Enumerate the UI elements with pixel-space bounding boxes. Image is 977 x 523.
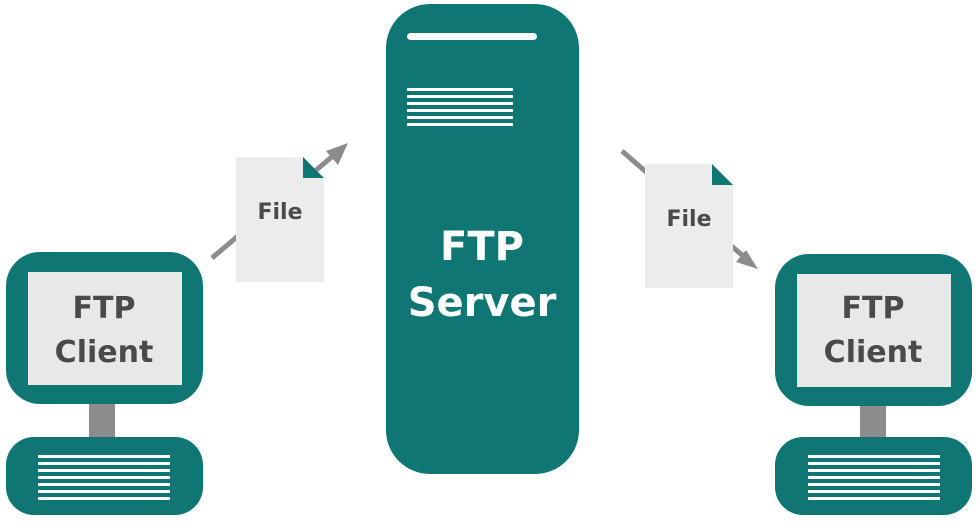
vent-line <box>407 123 513 126</box>
server-label-line2: Server <box>408 280 557 326</box>
file-icon-right: File <box>645 164 733 288</box>
keyboard-keys-right <box>808 455 940 500</box>
server-label-line1: FTP <box>440 224 524 270</box>
file-label-right: File <box>666 207 711 232</box>
server-top-slot <box>407 33 537 40</box>
vent-line <box>407 102 513 105</box>
client-label-left-line2: Client <box>55 335 154 370</box>
key-line <box>808 455 940 458</box>
right-transfer: File <box>620 149 758 288</box>
monitor-stand-left <box>89 404 115 437</box>
left-transfer: File <box>210 143 348 282</box>
key-line <box>38 476 170 479</box>
client-label-right-line1: FTP <box>842 291 905 326</box>
key-line <box>38 497 170 500</box>
key-line <box>808 497 940 500</box>
monitor-screen-left <box>28 272 182 385</box>
vent-line <box>407 116 513 119</box>
vent-line <box>407 95 513 98</box>
key-line <box>38 462 170 465</box>
vent-line <box>407 109 513 112</box>
key-line <box>38 455 170 458</box>
file-page-right <box>645 164 733 288</box>
right-arrow-head <box>736 250 758 269</box>
ftp-client-left: FTP Client <box>6 252 203 515</box>
ftp-client-right: FTP Client <box>775 254 972 515</box>
key-line <box>38 483 170 486</box>
file-page-left <box>236 157 324 282</box>
vent-line <box>407 88 513 91</box>
key-line <box>808 483 940 486</box>
file-label-left: File <box>257 200 302 225</box>
file-corner-left <box>303 157 324 178</box>
key-line <box>808 476 940 479</box>
key-line <box>808 462 940 465</box>
key-line <box>808 490 940 493</box>
key-line <box>38 490 170 493</box>
client-label-left-line1: FTP <box>73 291 136 326</box>
monitor-stand-right <box>860 406 886 437</box>
keyboard-keys-left <box>38 455 170 500</box>
file-corner-right <box>712 164 733 185</box>
ftp-server: FTP Server <box>386 4 579 474</box>
key-line <box>38 469 170 472</box>
server-vent-lines <box>407 88 513 126</box>
server-body <box>386 4 579 474</box>
left-arrow-head <box>326 143 348 165</box>
monitor-screen-right <box>797 274 951 387</box>
key-line <box>808 469 940 472</box>
file-icon-left: File <box>236 157 324 282</box>
client-label-right-line2: Client <box>824 335 923 370</box>
